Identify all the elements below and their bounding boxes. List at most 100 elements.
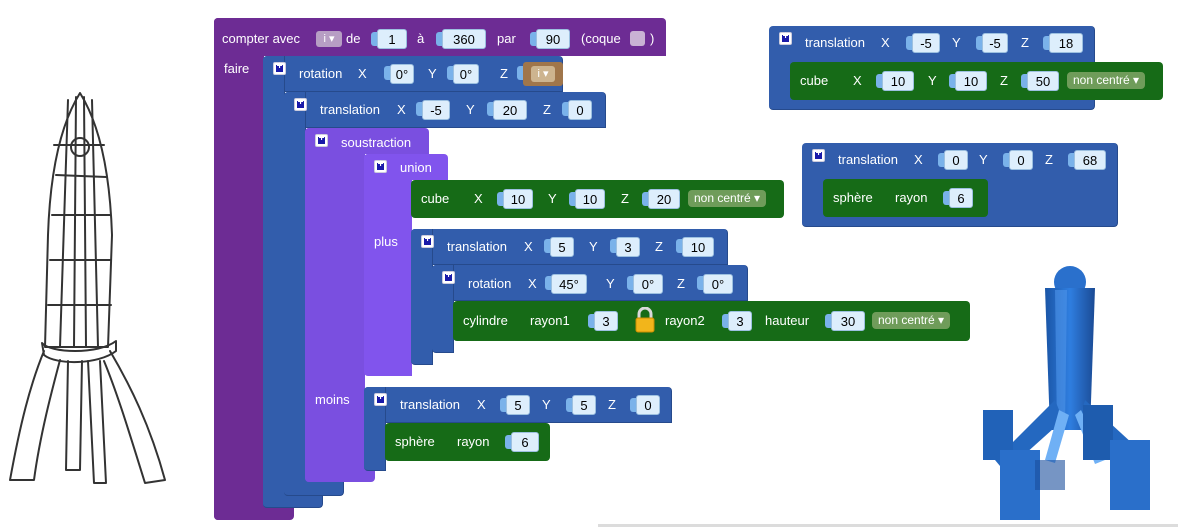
cylinder-radius2-label: rayon2	[665, 313, 705, 328]
translation-5-z-label: Z	[1045, 152, 1053, 167]
sphere-2-radius-input[interactable]: 6	[949, 188, 973, 208]
translation-1-mutator-plus-icon[interactable]	[294, 97, 307, 111]
translation-2-x-input[interactable]: 5	[550, 237, 574, 257]
rotation-1-mutator-plus-icon[interactable]	[273, 61, 286, 75]
translation-2-y-input[interactable]: 3	[616, 237, 640, 257]
translation-4-y-input[interactable]: -5	[982, 33, 1008, 53]
rotation-2-z-input[interactable]: 0°	[703, 274, 733, 294]
rocket-sketch-image	[9, 92, 166, 484]
rotation-2-x-label: X	[528, 276, 537, 291]
translation-3-label: translation	[400, 397, 460, 412]
loop-close-label: )	[650, 31, 655, 46]
difference-block-footer	[305, 470, 375, 482]
translation-4-z-input[interactable]: 18	[1049, 33, 1083, 53]
translation-2-y-label: Y	[589, 239, 598, 254]
cube-2-y-label: Y	[928, 73, 937, 88]
translation-block-1-footer	[284, 478, 344, 496]
translation-1-label: translation	[320, 102, 380, 117]
loop-from-input[interactable]: 1	[377, 29, 407, 49]
translation-1-x-input[interactable]: -5	[422, 100, 450, 120]
translation-3-x-input[interactable]: 5	[506, 395, 530, 415]
rotation-2-x-input[interactable]: 45°	[551, 274, 587, 294]
loop-block-body[interactable]	[214, 18, 264, 520]
rotation-2-y-input[interactable]: 0°	[633, 274, 663, 294]
sphere-1-radius-input[interactable]: 6	[511, 432, 539, 452]
translation-2-mutator-plus-icon[interactable]	[421, 234, 434, 248]
translation-2-z-input[interactable]: 10	[682, 237, 714, 257]
cylinder-radius1-input[interactable]: 3	[594, 311, 618, 331]
sphere-2-label: sphère	[833, 190, 873, 205]
loop-to-input[interactable]: 360	[442, 29, 486, 49]
translation-4-mutator-plus-icon[interactable]	[779, 31, 792, 45]
difference-label: soustraction	[341, 135, 412, 150]
workspace-scrollbar[interactable]	[598, 524, 1178, 527]
translation-block-2-body	[411, 229, 433, 365]
loop-from-label: de	[346, 31, 361, 46]
translation-4-x-input[interactable]: -5	[912, 33, 940, 53]
union-label: union	[400, 160, 432, 175]
cube-1-z-input[interactable]: 20	[648, 189, 680, 209]
rotation-block-2[interactable]	[432, 265, 748, 301]
rotation-2-mutator-plus-icon[interactable]	[442, 270, 455, 284]
rotation-1-z-label: Z	[500, 66, 508, 81]
translation-5-y-label: Y	[979, 152, 988, 167]
union-plus-label: plus	[374, 234, 398, 249]
cube-1-y-input[interactable]: 10	[575, 189, 605, 209]
union-block-body	[364, 154, 412, 376]
difference-minus-label: moins	[315, 392, 350, 407]
cube-2-z-input[interactable]: 50	[1027, 71, 1059, 91]
cube-1-center-dropdown[interactable]: non centré ▾	[688, 190, 767, 207]
loop-step-input[interactable]: 90	[536, 29, 570, 49]
rotation-1-y-input[interactable]: 0°	[453, 64, 479, 84]
translation-3-z-label: Z	[608, 397, 616, 412]
translation-3-x-label: X	[477, 397, 486, 412]
translation-4-label: translation	[805, 35, 865, 50]
translation-5-y-input[interactable]: 0	[1009, 150, 1033, 170]
difference-mutator-plus-icon[interactable]	[315, 133, 328, 147]
rotation-1-z-variable-block[interactable]: i ▾	[523, 62, 563, 86]
translation-1-y-label: Y	[466, 102, 475, 117]
cube-2-y-input[interactable]: 10	[955, 71, 987, 91]
loop-to-label: à	[417, 31, 425, 46]
translation-5-x-input[interactable]: 0	[944, 150, 968, 170]
translation-3-mutator-plus-icon[interactable]	[374, 392, 387, 406]
translation-3-y-label: Y	[542, 397, 551, 412]
cube-2-center-dropdown[interactable]: non centré ▾	[1067, 72, 1146, 89]
cylinder-height-label: hauteur	[765, 313, 810, 328]
rotation-2-y-label: Y	[606, 276, 615, 291]
cylinder-center-dropdown[interactable]: non centré ▾	[872, 312, 951, 329]
translation-5-mutator-plus-icon[interactable]	[812, 148, 825, 162]
rotation-1-y-label: Y	[428, 66, 437, 81]
translation-4-x-label: X	[881, 35, 890, 50]
difference-block-body	[305, 128, 365, 482]
loop-label: compter avec	[222, 31, 301, 46]
cube-1-x-label: X	[474, 191, 483, 206]
translation-3-z-input[interactable]: 0	[636, 395, 660, 415]
cylinder-radius2-input[interactable]: 3	[728, 311, 752, 331]
translation-1-y-input[interactable]: 20	[493, 100, 527, 120]
cube-2-label: cube	[800, 73, 829, 88]
cylinder-label: cylindre	[463, 313, 508, 328]
translation-5-z-input[interactable]: 68	[1074, 150, 1106, 170]
sphere-1-radius-label: rayon	[457, 434, 490, 449]
union-mutator-plus-icon[interactable]	[374, 159, 387, 173]
rotation-1-z-variable-dropdown[interactable]: i ▾	[531, 66, 555, 82]
cylinder-radius1-label: rayon1	[530, 313, 570, 328]
rocket-3d-render-image	[983, 266, 1150, 520]
rotation-2-z-label: Z	[677, 276, 685, 291]
rotation-block-1-body	[263, 56, 285, 508]
cube-1-x-input[interactable]: 10	[503, 189, 533, 209]
rotation-1-x-input[interactable]: 0°	[390, 64, 414, 84]
translation-1-z-input[interactable]: 0	[568, 100, 592, 120]
rotation-1-label: rotation	[299, 66, 343, 81]
translation-3-y-input[interactable]: 5	[572, 395, 596, 415]
loop-hull-checkbox[interactable]	[630, 31, 645, 46]
loop-variable-dropdown[interactable]: i ▾	[316, 31, 342, 47]
translation-4-z-label: Z	[1021, 35, 1029, 50]
cylinder-height-input[interactable]: 30	[831, 311, 865, 331]
cube-2-x-input[interactable]: 10	[882, 71, 914, 91]
lock-icon[interactable]	[634, 307, 656, 333]
cube-2-x-label: X	[853, 73, 862, 88]
translation-block-1-body	[284, 92, 306, 496]
rotation-2-label: rotation	[468, 276, 512, 291]
